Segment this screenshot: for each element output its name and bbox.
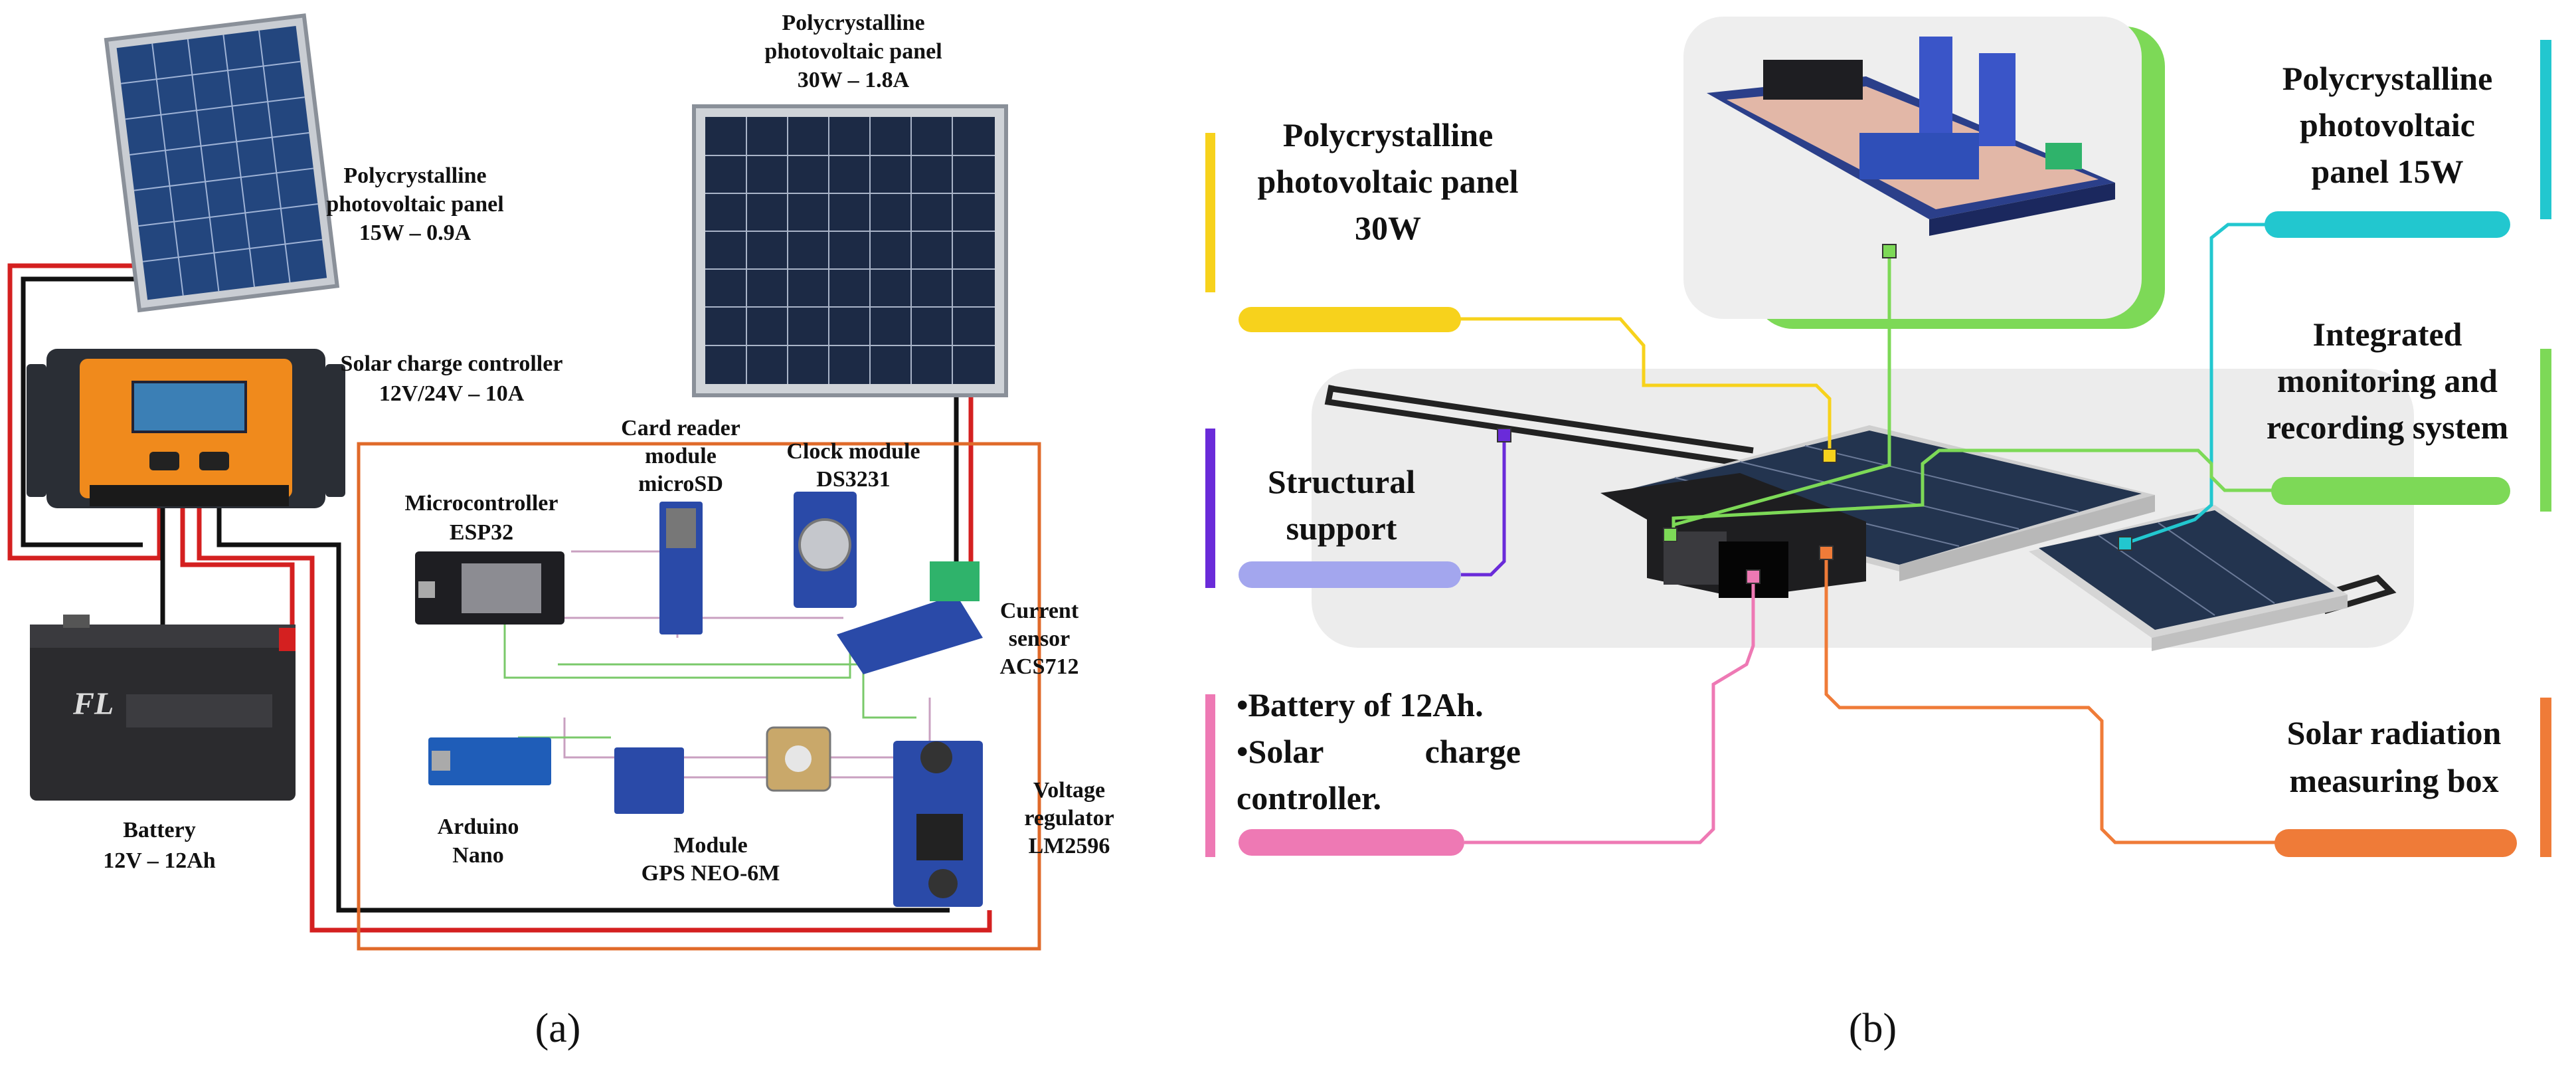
p15-label-line3: panel 15W <box>2311 153 2463 190</box>
svg-text:FL: FL <box>72 686 114 722</box>
regulator-label-line2: regulator <box>1024 806 1114 830</box>
current-sensor-image <box>837 561 983 674</box>
controller-label-line2: 12V/24V – 10A <box>379 381 525 406</box>
charge-controller-image <box>27 349 345 508</box>
regulator-label-line3: LM2596 <box>1029 834 1110 858</box>
panel30-label-line3: 30W – 1.8A <box>798 68 910 92</box>
panel30-label-line1: Polycrystalline <box>782 11 924 35</box>
panel15-label-line2: photovoltaic panel <box>326 192 503 217</box>
cyan-accent-bar <box>2540 40 2551 219</box>
current-label-line1: Current <box>1000 599 1079 623</box>
arduino-nano-image <box>428 737 551 785</box>
struct-label-line2: support <box>1286 510 1397 547</box>
regulator-label-line1: Voltage <box>1033 778 1105 803</box>
gps-module-image <box>614 726 831 814</box>
orange-marker <box>1819 545 1834 560</box>
current-label-line3: ACS712 <box>999 654 1078 679</box>
green-pill <box>2271 477 2510 505</box>
solar-panel-15w-image <box>104 13 340 313</box>
yellow-marker <box>1822 448 1837 463</box>
clock-label-line2: DS3231 <box>816 467 890 492</box>
cyan-marker <box>2118 536 2132 551</box>
panel-30w-render <box>1607 425 2155 581</box>
wiring <box>7 263 992 933</box>
panel-15w-render <box>2029 505 2348 651</box>
cyan-pill <box>2265 211 2510 238</box>
p30-label-line3: 30W <box>1355 209 1421 246</box>
esp32-board-image <box>415 551 564 625</box>
struct-label-line1: Structural <box>1268 463 1415 500</box>
monitoring-board-render <box>1707 37 2115 236</box>
gps-label-line2: GPS NEO-6M <box>642 861 780 886</box>
orange-accent-bar <box>2540 698 2551 857</box>
gps-label-line1: Module <box>673 833 747 858</box>
srm-label-line2: measuring box <box>2289 762 2498 799</box>
lavender-pill <box>1239 561 1461 588</box>
panel15-label-line1: Polycrystalline <box>343 163 486 188</box>
ims-label-line2: monitoring and <box>2277 362 2498 399</box>
green-marker-board <box>1882 244 1897 258</box>
green-accent-bar <box>2540 349 2551 512</box>
mcu-label-line2: ESP32 <box>450 520 513 545</box>
panel-a: Polycrystalline photovoltaic panel 15W –… <box>7 11 1114 1051</box>
pink-accent-bar <box>1205 694 1215 857</box>
voltage-regulator-image <box>893 741 983 907</box>
batt-label-line3: controller. <box>1237 779 1381 817</box>
arduino-label-line2: Nano <box>452 843 503 868</box>
clock-module-image <box>794 492 857 608</box>
batt-label-line1: •Battery of 12Ah. <box>1237 686 1484 724</box>
p15-label-line1: Polycrystalline <box>2282 60 2493 97</box>
clock-label-line1: Clock module <box>786 439 920 464</box>
solar-panel-30w-image <box>692 104 1008 397</box>
yellow-pill <box>1239 307 1461 332</box>
card-label-line3: microSD <box>638 472 723 496</box>
green-marker-box <box>1663 528 1677 542</box>
battery-label-line1: Battery <box>123 818 196 842</box>
batt-label-line2b: charge <box>1425 733 1521 770</box>
orange-pill <box>2275 829 2517 857</box>
ims-label-line3: recording system <box>2267 409 2508 446</box>
enclosure-box <box>357 442 1041 951</box>
purple-marker <box>1497 428 1511 442</box>
pink-pill <box>1239 829 1464 856</box>
support-rail <box>1324 385 2397 615</box>
arduino-label-line1: Arduino <box>438 815 519 839</box>
panel15-label-line3: 15W – 0.9A <box>359 221 472 245</box>
batt-label-line2a: •Solar <box>1237 733 1324 770</box>
mcu-label-line1: Microcontroller <box>405 491 558 516</box>
yellow-accent-bar <box>1205 133 1215 292</box>
battery-label-line2: 12V – 12Ah <box>103 848 215 873</box>
card-label-line2: module <box>645 444 717 468</box>
panel-b: Polycrystalline photovoltaic panel 30W S… <box>1205 17 2551 1051</box>
current-label-line2: sensor <box>1009 627 1071 651</box>
controller-label-line1: Solar charge controller <box>341 351 563 376</box>
panel-a-caption: (a) <box>535 1006 581 1051</box>
srm-label-line1: Solar radiation <box>2287 714 2502 751</box>
battery-image: FL <box>30 615 296 801</box>
pink-marker <box>1746 569 1760 584</box>
panel-b-caption: (b) <box>1849 1006 1897 1051</box>
p15-label-line2: photovoltaic <box>2300 106 2475 144</box>
callout-connectors <box>1458 223 2278 844</box>
p30-label-line1: Polycrystalline <box>1283 116 1494 153</box>
card-label-line1: Card reader <box>621 416 740 440</box>
microsd-module-image <box>659 502 703 634</box>
ims-label-line1: Integrated <box>2313 316 2462 353</box>
purple-accent-bar <box>1205 429 1215 588</box>
panel30-label-line2: photovoltaic panel <box>764 39 942 64</box>
p30-label-line2: photovoltaic panel <box>1257 163 1518 200</box>
